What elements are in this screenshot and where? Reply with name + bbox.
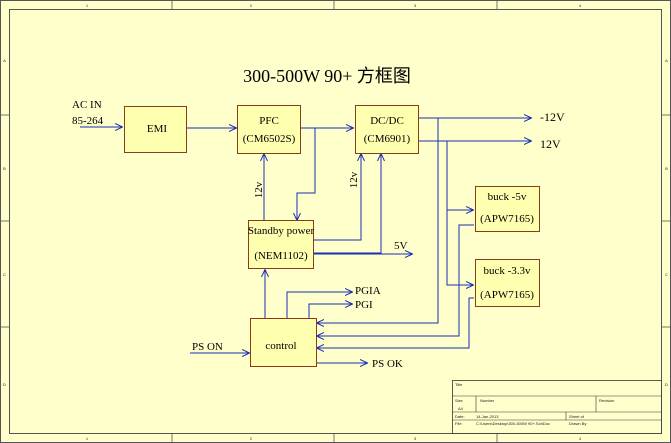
v5-label: 5V [394,240,408,252]
frame-markers: 1 2 3 4 1 2 3 4 A B C D A B C D [3,3,668,441]
tb-file: File: [455,421,463,426]
ac-range-label: 85-264 [72,115,104,127]
tb-file-value: C:\Users\Desktop\300-500W 90+.SchDoc [476,421,550,426]
col-marker-bottom-4: 4 [579,436,582,441]
standby-label: Standby power [248,225,315,237]
buck33-block [475,259,540,307]
wire-feedback-buck33 [317,297,474,348]
row-marker-right-d: D [665,382,668,387]
v12-pfc-label: 12v [253,181,265,198]
tb-date: Date: [455,414,465,419]
pfc-block [237,105,301,154]
col-marker-bottom-3: 3 [414,436,417,441]
standby-part: (NEM1102) [254,250,308,262]
wire-bus-standby [297,128,316,220]
buck33-label: buck -3.3v [483,265,531,277]
ac-in-label: AC IN [72,99,102,111]
control-label: control [265,340,296,352]
dcdc-label: DC/DC [370,115,404,127]
tb-revision: Revision [599,398,614,403]
wire-standby-dcdc-12v [313,154,361,241]
inner-border [9,9,662,434]
wire-pgi [308,304,352,318]
row-marker-left-c: C [3,272,6,277]
buck33-part: (APW7165) [480,289,534,301]
control-block [250,318,317,367]
tb-date-value: 14-Jan-2013 [476,414,499,419]
ps-ok-label: PS OK [372,358,403,370]
row-marker-right-a: A [665,58,668,63]
emi-block [124,106,187,153]
wire-feedback-dcdc [317,118,439,323]
col-marker-top-3: 3 [414,3,417,8]
ps-on-label: PS ON [192,341,223,353]
col-marker-top-4: 4 [579,3,582,8]
standby-block [248,220,314,269]
out-neg12-label: -12V [540,110,565,124]
dcdc-part: (CM6901) [364,133,411,145]
row-marker-left-b: B [3,166,6,171]
col-marker-top-1: 1 [86,3,89,8]
tb-sheet: Sheet of [569,414,585,419]
wires [80,118,531,367]
pfc-part: (CM6502S) [243,133,296,145]
tb-size: Size [455,398,464,403]
buck5-block [475,186,540,232]
v12-dcdc-label: 12v [348,171,360,188]
emi-label: EMI [147,123,168,135]
col-marker-bottom-2: 2 [250,436,253,441]
wire-standby-dcdc-sig [313,154,381,254]
col-marker-top-2: 2 [250,3,253,8]
row-marker-left-d: D [3,382,6,387]
dcdc-block [355,105,419,154]
out-12-label: 12V [540,137,561,151]
tb-title: Title [455,382,463,387]
row-marker-right-b: B [665,166,668,171]
col-marker-bottom-1: 1 [86,436,89,441]
pgi-label: PGI [355,299,373,311]
title-block: Title Size A4 Number Revision Date: 14-J… [452,380,662,434]
tb-drawn-by: Drawn By: [569,421,587,426]
buck5-part: (APW7165) [480,213,534,225]
blocks [124,105,540,367]
pgia-label: PGIA [355,285,381,297]
wire-pgia [286,292,352,318]
buck5-label: buck -5v [488,191,527,203]
wire-feedback-buck5 [317,224,474,336]
pfc-label: PFC [259,115,279,127]
diagram-title: 300-500W 90+ 方框图 [243,66,411,86]
tb-size-value: A4 [458,406,464,411]
row-marker-right-c: C [665,272,668,277]
tb-number: Number [480,398,495,403]
row-marker-left-a: A [3,58,6,63]
wire-12-buck33 [446,210,473,285]
title-block-frame [452,380,662,434]
